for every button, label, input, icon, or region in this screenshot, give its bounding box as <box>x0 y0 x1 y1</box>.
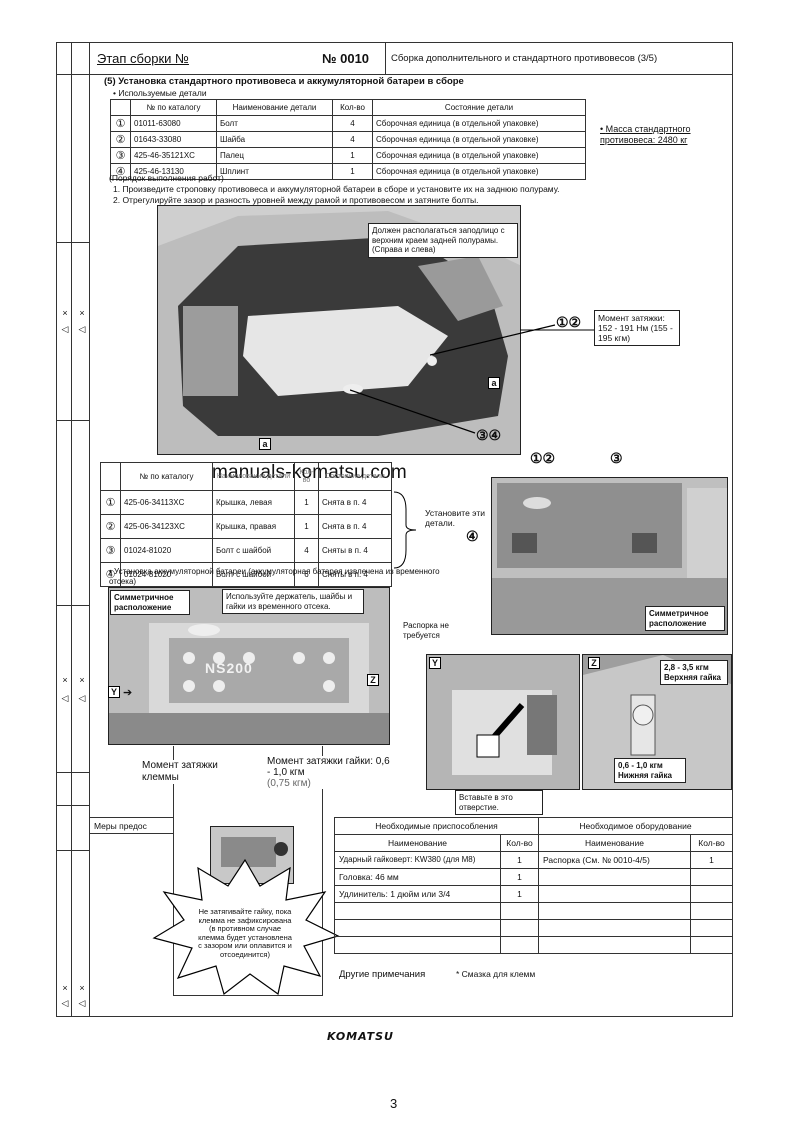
battery-label: NS200 <box>205 660 253 676</box>
check-triangle-icon: ◁ <box>61 693 69 703</box>
section-title: (5) Установка стандартного противовеса и… <box>104 76 464 87</box>
parts-table-1: № по каталогу Наименование детали Кол-во… <box>110 99 586 180</box>
battery-note: • Установка аккумуляторной батареи (акку… <box>109 567 440 586</box>
header-separator <box>385 42 386 74</box>
check-triangle-icon: ◁ <box>61 998 69 1008</box>
margin-divider <box>56 74 90 75</box>
table-row: Удлинитель: 1 дюйм или 3/4 1 <box>334 885 733 903</box>
table-row <box>334 936 733 954</box>
page-number: 3 <box>390 1096 398 1111</box>
nut-torque-label: Момент затяжки гайки: 0,6 - 1,0 кгм (0,7… <box>267 756 392 789</box>
x-mark: × <box>79 983 85 993</box>
stage-number: № 0010 <box>322 51 370 66</box>
use-holder-note: Используйте держатель, шайбы и гайки из … <box>222 589 364 614</box>
page-frame <box>56 42 733 1017</box>
label-y: Y <box>429 657 441 669</box>
x-mark: × <box>79 308 85 318</box>
table-row <box>334 902 733 920</box>
divider <box>90 817 173 818</box>
margin-divider <box>56 850 90 851</box>
label-z: Z <box>588 657 600 669</box>
install-note: Установите эти детали. <box>425 508 485 528</box>
stage-title: Сборка дополнительного и стандартного пр… <box>391 53 658 64</box>
symmetric-label: Симметричное расположение <box>110 590 190 615</box>
spacer-photo <box>426 654 580 790</box>
margin-divider <box>56 242 90 243</box>
x-mark: × <box>79 675 85 685</box>
label-z: Z <box>367 674 379 686</box>
table-row: ④ 425-46-13130 Шплинт 1 Сборочная единиц… <box>110 163 586 180</box>
terminal-box <box>173 746 323 996</box>
insert-note: Вставьте в это отверстие. <box>455 790 543 815</box>
margin-column-2 <box>72 42 90 1017</box>
table-row: Головка: 46 мм 1 <box>334 868 733 886</box>
procedure-heading: (Порядок выполнения работ) <box>109 173 224 183</box>
margin-divider <box>56 772 90 773</box>
label-1-2: ①② <box>556 314 582 330</box>
label-a: a <box>259 438 271 450</box>
flush-callout: Должен располагаться заподлицо с верхним… <box>368 223 518 258</box>
procedure-step-2: 2. Отрегулируйте зазор и разность уровне… <box>113 195 479 205</box>
tools-table: Необходимые приспособления Необходимое о… <box>334 817 733 954</box>
margin-divider <box>56 605 90 606</box>
margin-divider <box>56 805 90 806</box>
x-mark: × <box>62 983 68 993</box>
divider <box>90 833 173 834</box>
check-triangle-icon: ◁ <box>78 998 86 1008</box>
mass-note: • Масса стандартного противовеса: 2480 к… <box>600 124 691 145</box>
leader-line <box>350 389 476 434</box>
table-row: ① 425-06-34113XC Крышка, левая 1 Снята в… <box>100 490 392 515</box>
table-row: ② 425-06-34123XC Крышка, правая 1 Снята … <box>100 514 392 539</box>
label-3-4: ③④ <box>476 427 502 443</box>
lower-nut-callout: 0,6 - 1,0 кгм Нижняя гайка <box>614 758 686 783</box>
table-row: ④ 01024-81020 Болт с шайбой 6 Сняты в п.… <box>100 562 392 587</box>
margin-divider <box>56 420 90 421</box>
procedure-step-1: 1. Произведите строповку противовеса и а… <box>113 184 560 194</box>
label-3: ③ <box>610 450 623 466</box>
komatsu-logo: KOMATSU <box>327 1030 394 1043</box>
torque-callout: Момент затяжки: 152 - 191 Нм (155 - 195 … <box>594 310 680 346</box>
label-4: ④ <box>466 528 479 544</box>
margin-column-1 <box>56 42 72 1017</box>
table-row: ① 01011-63080 Болт 4 Сборочная единица (… <box>110 115 586 132</box>
arrow-right-icon: ➔ <box>123 687 133 699</box>
brace-icon <box>393 491 417 569</box>
spacer-note: Распорка не требуется <box>403 621 449 640</box>
upper-nut-callout: 2,8 - 3,5 кгм Верхняя гайка <box>660 660 728 685</box>
table-row: Ударный гайковерт: KW380 (для М8) 1 Расп… <box>334 851 733 869</box>
label-1-2: ①② <box>530 450 556 466</box>
header-divider <box>90 74 733 75</box>
parts-table-2: № по каталогу Наименование детали Кол-во… <box>100 462 392 587</box>
table-row: ③ 01024-81020 Болт с шайбой 4 Сняты в п.… <box>100 538 392 563</box>
safety-label: Меры предос <box>94 821 147 831</box>
check-triangle-icon: ◁ <box>61 324 69 334</box>
warning-text: Не затягивайте гайку, пока клемма не заф… <box>198 907 292 959</box>
symmetric-label: Симметричное расположение <box>645 606 725 631</box>
table-row <box>334 919 733 937</box>
terminal-photo <box>210 826 294 884</box>
leader-line <box>520 329 594 331</box>
other-notes: * Смазка для клемм <box>456 969 536 979</box>
terminal-torque-label: Момент затяжки клеммы <box>142 760 230 784</box>
other-notes-label: Другие примечания <box>339 969 426 980</box>
table-row: ② 01643-33080 Шайба 4 Сборочная единица … <box>110 131 586 148</box>
warning-starburst-icon <box>152 858 340 996</box>
x-mark: × <box>62 675 68 685</box>
label-a: a <box>488 377 500 389</box>
x-mark: × <box>62 308 68 318</box>
check-triangle-icon: ◁ <box>78 324 86 334</box>
parts-used-label: • Используемые детали <box>113 88 207 98</box>
check-triangle-icon: ◁ <box>78 693 86 703</box>
table-row: ③ 425-46-35121XC Палец 1 Сборочная едини… <box>110 147 586 164</box>
stage-label: Этап сборки № <box>97 51 189 66</box>
label-y: Y <box>108 686 120 698</box>
